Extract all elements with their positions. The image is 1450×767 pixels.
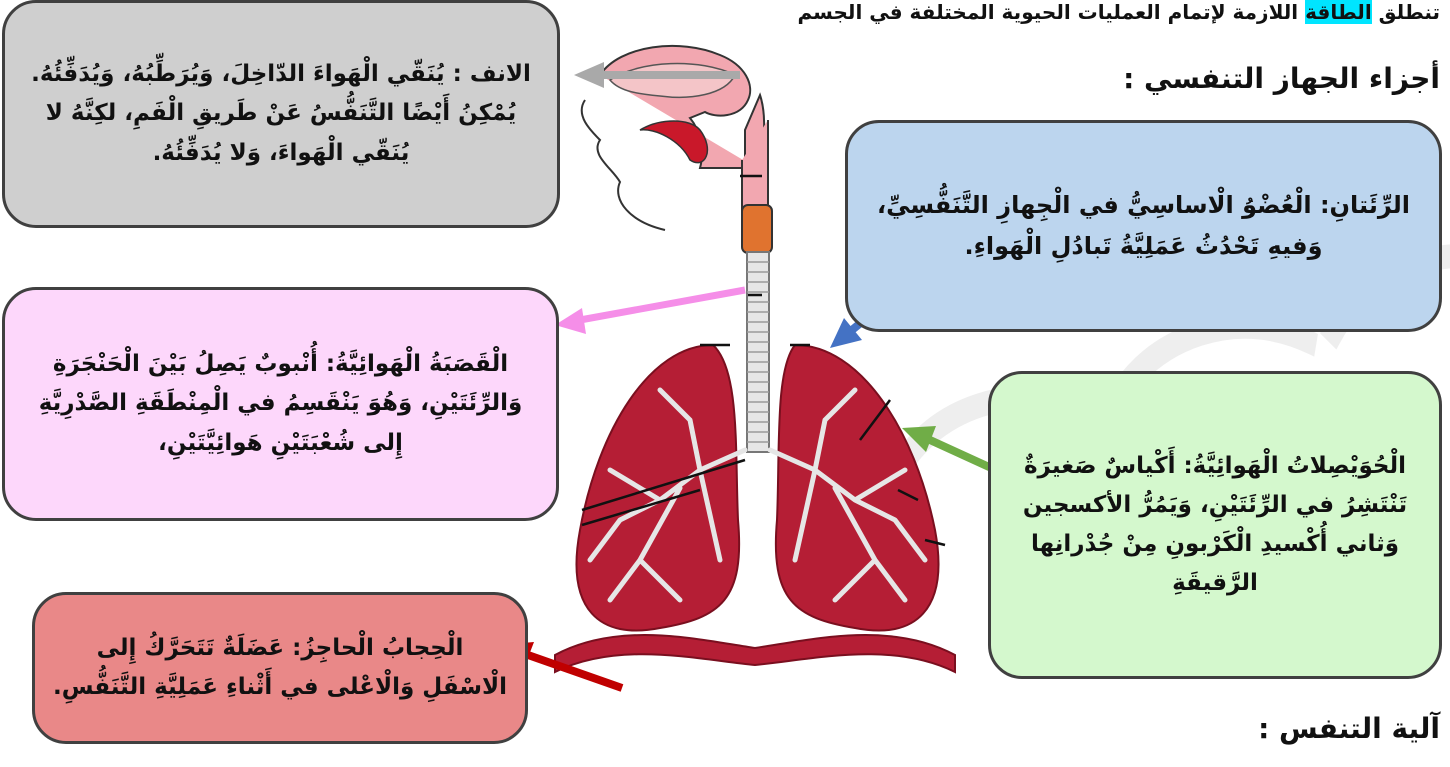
lungs-label-box: الرِّئَتانِ: الْعُضْوُ الْاساسِيُّ في ال… bbox=[845, 120, 1442, 332]
intro-after: اللازمة لإتمام العمليات الحيوية المختلفة… bbox=[797, 0, 1305, 24]
trachea-arrow-head bbox=[555, 308, 586, 334]
intro-highlight: الطاقة bbox=[1305, 0, 1372, 24]
trachea-label-text: الْقَصَبَةُ الْهَوائِيَّةُ: أُنْبوبٌ يَص… bbox=[23, 345, 538, 462]
lungs-label-text: الرِّئَتانِ: الْعُضْوُ الْاساسِيُّ في ال… bbox=[866, 185, 1421, 267]
parts-title: أجزاء الجهاز التنفسي : bbox=[1123, 62, 1440, 95]
right-lung bbox=[770, 345, 938, 631]
diaphragm-label-box: الْحِجابُ الْحاجِزُ: عَضَلَةٌ تَتَحَرَّك… bbox=[32, 592, 528, 744]
diaphragm-muscle bbox=[555, 635, 955, 672]
alveoli-label-text: الْحُوَيْصِلاتُ الْهَوائِيَّةُ: أَكْياسٌ… bbox=[1009, 447, 1421, 603]
trachea-arrow bbox=[580, 290, 745, 320]
intro-line: تنطلق الطاقة اللازمة لإتمام العمليات الح… bbox=[797, 0, 1440, 24]
intro-before: تنطلق bbox=[1372, 0, 1440, 24]
nose-arrow-head bbox=[574, 62, 604, 88]
nose-label-text: الانف : يُنَقّي الْهَواءَ الدّاخِلَ، وَي… bbox=[23, 55, 539, 172]
nose-label-box: الانف : يُنَقّي الْهَواءَ الدّاخِلَ، وَي… bbox=[2, 0, 560, 228]
diaphragm-label-text: الْحِجابُ الْحاجِزُ: عَضَلَةٌ تَتَحَرَّك… bbox=[53, 629, 507, 707]
trachea-tube bbox=[747, 252, 769, 452]
trachea-label-box: الْقَصَبَةُ الْهَوائِيَّةُ: أُنْبوبٌ يَص… bbox=[2, 287, 559, 521]
mechanism-title: آلية التنفس : bbox=[1258, 712, 1440, 745]
alveoli-label-box: الْحُوَيْصِلاتُ الْهَوائِيَّةُ: أَكْياسٌ… bbox=[988, 371, 1442, 679]
larynx bbox=[742, 205, 772, 253]
left-lung bbox=[577, 345, 745, 631]
